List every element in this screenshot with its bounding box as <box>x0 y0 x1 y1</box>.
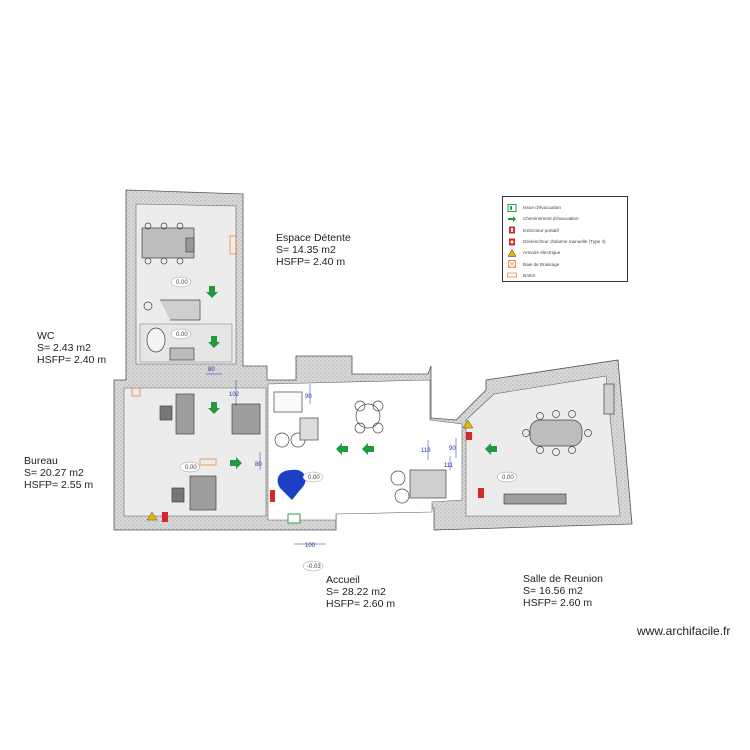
room-label-espace-detente: Espace Détente S= 14.35 m2 HSFP= 2.40 m <box>276 232 351 268</box>
room-label-salle-reunion: Salle de Reunion S= 16.56 m2 HSFP= 2.60 … <box>523 573 603 609</box>
location-marker-icon <box>277 469 306 500</box>
room-height: HSFP= 2.60 m <box>523 597 593 609</box>
legend: Issue d'évacuation Cheminement d'évacuat… <box>502 196 628 282</box>
room-name: Bureau <box>24 455 58 467</box>
dimension-label: 80 <box>208 367 215 373</box>
furniture <box>141 222 615 511</box>
elevation-wc: 0.00 <box>176 332 188 338</box>
dimension-label: 118 <box>421 448 431 454</box>
fire-extinguisher-icon <box>162 512 168 522</box>
room-surface: S= 14.35 m2 <box>276 244 336 256</box>
fire-alarm-icon <box>466 432 472 440</box>
electrical-cabinet-icon <box>507 248 517 257</box>
room-surface: S= 2.43 m2 <box>37 342 91 354</box>
fire-extinguisher-icon <box>507 226 517 234</box>
room-surface: S= 20.27 m2 <box>24 467 84 479</box>
room-height: HSFP= 2.40 m <box>276 256 346 268</box>
emergency-light-icon <box>229 235 237 255</box>
emergency-light-icon <box>131 387 141 397</box>
fire-extinguisher-icon <box>270 490 275 502</box>
room-height: HSFP= 2.60 m <box>326 598 396 610</box>
fire-extinguisher-icon <box>478 488 484 498</box>
legend-label: Extincteur portatif <box>523 227 559 233</box>
legend-label: Armoire électrique <box>523 250 561 256</box>
dimension-label: 102 <box>229 392 240 398</box>
room-label-wc: WC S= 2.43 m2 HSFP= 2.40 m <box>37 330 106 366</box>
legend-label: BAES <box>523 272 536 278</box>
elevation-detente: 0.00 <box>176 280 188 286</box>
room-label-accueil: Accueil S= 28.22 m2 HSFP= 2.60 m <box>326 574 395 610</box>
emergency-exit-icon <box>287 513 301 524</box>
evacuation-arrows <box>206 286 497 469</box>
evacuation-arrow-icon <box>507 215 517 223</box>
fire-alarm-icon <box>507 238 517 246</box>
emergency-light-icon <box>507 260 517 269</box>
room-surface: S= 28.22 m2 <box>326 586 386 598</box>
baes-icon <box>507 271 517 279</box>
legend-item: Cheminement d'évacuation <box>507 213 623 224</box>
room-height: HSFP= 2.55 m <box>24 479 94 491</box>
electrical-cabinet-icon <box>462 419 474 429</box>
legend-item: Issue d'évacuation <box>507 202 623 213</box>
legend-label: Cheminement d'évacuation <box>523 216 579 222</box>
room-surface: S= 16.56 m2 <box>523 585 583 597</box>
room-height: HSFP= 2.40 m <box>37 354 107 366</box>
legend-label: Déclencheur d'alarme manuelle (Type 4) <box>523 239 606 245</box>
dimension-label: 100 <box>305 543 316 549</box>
room-name: WC <box>37 330 55 342</box>
evacuation-arrow-icon <box>336 443 348 455</box>
evacuation-arrow-icon <box>485 443 497 455</box>
legend-item: Extincteur portatif <box>507 225 623 236</box>
emergency-exit-icon <box>507 203 517 212</box>
legend-item: Baie de Brassage <box>507 258 623 269</box>
legend-item: Armoire électrique <box>507 247 623 258</box>
dimension-label: 90 <box>305 394 312 400</box>
elevation-accueil: 0.00 <box>308 475 320 481</box>
room-label-bureau: Bureau S= 20.27 m2 HSFP= 2.55 m <box>24 455 93 491</box>
dimension-label: 111 <box>444 463 454 469</box>
legend-label: Issue d'évacuation <box>523 205 561 211</box>
evacuation-arrow-icon <box>230 457 242 469</box>
room-name: Espace Détente <box>276 232 351 244</box>
elevation-markers: 0.00 0.00 0.00 0.00 0.00 -0.03 <box>170 276 518 572</box>
dimension-labels: 80 102 90 80 118 90 111 100 <box>206 367 456 549</box>
room-name: Accueil <box>326 574 360 586</box>
evacuation-arrow-icon <box>208 402 220 414</box>
legend-label: Baie de Brassage <box>523 261 560 267</box>
evacuation-arrow-icon <box>206 286 218 298</box>
safety-symbols <box>131 235 484 524</box>
legend-item: Déclencheur d'alarme manuelle (Type 4) <box>507 236 623 247</box>
evacuation-arrow-icon <box>362 443 374 455</box>
dimension-label: 90 <box>449 446 456 452</box>
elevation-bureau: 0.00 <box>185 465 197 471</box>
room-name: Salle de Reunion <box>523 573 603 585</box>
electrical-cabinet-icon <box>146 511 158 521</box>
dimension-label: 80 <box>255 462 262 468</box>
elevation-reunion: 0.00 <box>502 475 514 481</box>
watermark[interactable]: www.archifacile.fr <box>637 624 731 638</box>
elevation-exterior: -0.03 <box>307 564 321 570</box>
evacuation-arrow-icon <box>208 336 220 348</box>
baes-icon <box>199 458 217 466</box>
legend-item: BAES <box>507 270 623 281</box>
